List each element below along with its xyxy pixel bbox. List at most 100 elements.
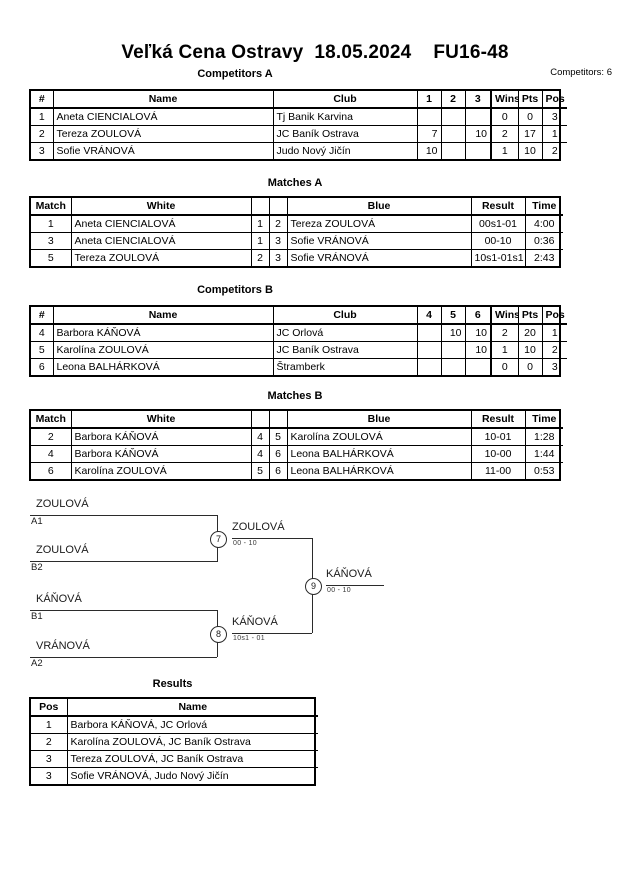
col-pts: Pts: [517, 91, 543, 109]
col-blue: Blue: [286, 198, 472, 216]
col-name: Name: [52, 307, 274, 325]
table-row: 3 Sofie VRÁNOVÁ, Judo Nový Jičín: [31, 766, 318, 784]
bracket-connector: [30, 561, 217, 562]
cell-score-5: [440, 340, 466, 359]
col-time: Time: [524, 198, 563, 216]
col-wins: Wins: [490, 91, 519, 109]
cell-wins: 1: [490, 340, 519, 359]
cell-match: 2: [31, 427, 72, 446]
cell-club: JC Baník Ostrava: [272, 340, 418, 359]
cell-blue: Leona BALHÁRKOVÁ: [286, 461, 472, 479]
cell-blue-num: 6: [268, 461, 288, 479]
cell-wins: 1: [490, 141, 519, 159]
cell-name: Barbora KÁŇOVÁ, JC Orlová: [66, 715, 318, 734]
cell-time: 0:53: [524, 461, 563, 479]
cell-result: 00-10: [470, 231, 526, 250]
table-header-row: Pos Name: [31, 699, 318, 717]
cell-result: 00s1-01: [470, 214, 526, 233]
col-pts: Pts: [517, 307, 543, 325]
col-pos: Pos: [31, 699, 68, 717]
col-score-3: 3: [464, 91, 492, 109]
cell-pts: 17: [517, 124, 543, 143]
competitors-b-caption: Competitors B: [197, 284, 273, 296]
cell-blue: Sofie VRÁNOVÁ: [286, 231, 472, 250]
table-row: 1 Aneta CIENCIALOVÁ Tj Banik Karvina 0 0…: [31, 107, 567, 126]
col-match: Match: [31, 411, 72, 429]
matches-b-caption: Matches B: [267, 390, 323, 402]
table-header-row: Match White Blue Result Time: [31, 411, 563, 429]
cell-match: 4: [31, 444, 72, 463]
cell-wins: 2: [490, 124, 519, 143]
cell-match: 6: [31, 461, 72, 479]
bracket-winner-score: 10s1 - 01: [233, 635, 265, 642]
cell-pos: 3: [31, 749, 68, 768]
cell-blue-num: 5: [268, 427, 288, 446]
cell-score-1: 7: [416, 124, 442, 143]
cell-num: 1: [31, 107, 54, 126]
bracket-entry-name: ZOULOVÁ: [36, 498, 89, 510]
cell-score-6: [464, 357, 492, 375]
cell-white: Tereza ZOULOVÁ: [70, 248, 252, 266]
col-num: #: [31, 91, 54, 109]
cell-score-1: [416, 107, 442, 126]
cell-match: 5: [31, 248, 72, 266]
cell-time: 1:44: [524, 444, 563, 463]
cell-club: Štramberk: [272, 357, 418, 375]
cell-white: Aneta CIENCIALOVÁ: [70, 231, 252, 250]
bracket-connector: [30, 657, 217, 658]
bracket-connector: [232, 538, 312, 539]
cell-name: Barbora KÁŇOVÁ: [52, 323, 274, 342]
cell-pts: 20: [517, 323, 543, 342]
cell-white-num: 1: [250, 214, 270, 233]
matches-b-table: Match White Blue Result Time 2 Barbora K…: [29, 409, 563, 481]
cell-blue: Karolína ZOULOVÁ: [286, 427, 472, 446]
cell-white-num: 1: [250, 231, 270, 250]
cell-pos: 1: [541, 323, 567, 342]
table-row: 3 Sofie VRÁNOVÁ Judo Nový Jičín 10 1 10 …: [31, 141, 567, 159]
bracket-connector: [30, 610, 217, 611]
bracket-winner-name: ZOULOVÁ: [232, 521, 285, 533]
bracket-entry-name: ZOULOVÁ: [36, 544, 89, 556]
results-table: Pos Name 1 Barbora KÁŇOVÁ, JC Orlová 2 K…: [29, 697, 318, 786]
table-row: 6 Leona BALHÁRKOVÁ Štramberk 0 0 3: [31, 357, 567, 375]
table-row: 3 Aneta CIENCIALOVÁ 1 3 Sofie VRÁNOVÁ 00…: [31, 231, 563, 250]
cell-name: Karolína ZOULOVÁ, JC Baník Ostrava: [66, 732, 318, 751]
col-score-6: 6: [464, 307, 492, 325]
col-white: White: [70, 198, 252, 216]
table-row: 1 Barbora KÁŇOVÁ, JC Orlová: [31, 715, 318, 734]
cell-score-4: [416, 323, 442, 342]
cell-white: Barbora KÁŇOVÁ: [70, 427, 252, 446]
col-time: Time: [524, 411, 563, 429]
bracket-entry-name: KÁŇOVÁ: [36, 593, 82, 605]
cell-match: 1: [31, 214, 72, 233]
matches-a-table: Match White Blue Result Time 1 Aneta CIE…: [29, 196, 563, 268]
cell-num: 6: [31, 357, 54, 375]
results-caption: Results: [152, 678, 193, 690]
cell-score-4: [416, 340, 442, 359]
matches-a-caption: Matches A: [267, 177, 323, 189]
bracket-entry-seed: A2: [31, 658, 43, 669]
col-blue-num: [268, 198, 288, 216]
bracket-match-node: 8: [210, 626, 227, 643]
competitors-a-table: # Name Club 1 2 3 Wins Pts Pos 1 Aneta C…: [29, 89, 567, 161]
cell-club: Tj Banik Karvina: [272, 107, 418, 126]
cell-pos: 1: [541, 124, 567, 143]
col-pos: Pos: [541, 91, 567, 109]
cell-score-4: [416, 357, 442, 375]
cell-white: Karolína ZOULOVÁ: [70, 461, 252, 479]
competitors-b-table: # Name Club 4 5 6 Wins Pts Pos 4 Barbora…: [29, 305, 567, 377]
table-row: 6 Karolína ZOULOVÁ 5 6 Leona BALHÁRKOVÁ …: [31, 461, 563, 479]
table-row: 1 Aneta CIENCIALOVÁ 1 2 Tereza ZOULOVÁ 0…: [31, 214, 563, 233]
bracket-winner-name: KÁŇOVÁ: [232, 616, 278, 628]
cell-blue: Tereza ZOULOVÁ: [286, 214, 472, 233]
cell-club: Judo Nový Jičín: [272, 141, 418, 159]
col-wins: Wins: [490, 307, 519, 325]
table-row: 3 Tereza ZOULOVÁ, JC Baník Ostrava: [31, 749, 318, 768]
cell-white: Aneta CIENCIALOVÁ: [70, 214, 252, 233]
cell-name: Karolína ZOULOVÁ: [52, 340, 274, 359]
cell-blue-num: 2: [268, 214, 288, 233]
cell-blue: Leona BALHÁRKOVÁ: [286, 444, 472, 463]
cell-pts: 0: [517, 107, 543, 126]
cell-name: Sofie VRÁNOVÁ: [52, 141, 274, 159]
cell-white: Barbora KÁŇOVÁ: [70, 444, 252, 463]
